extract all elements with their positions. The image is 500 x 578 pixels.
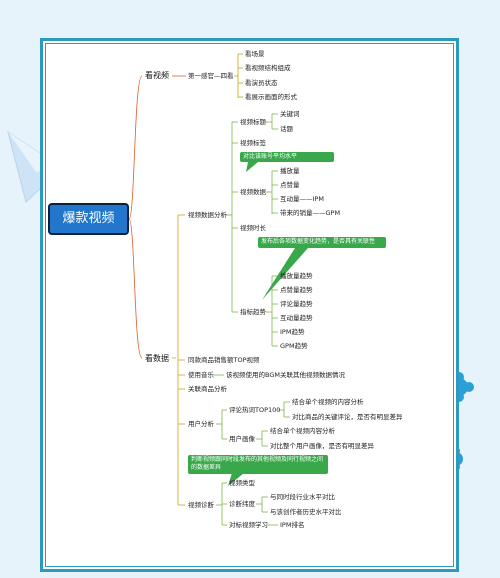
related-product-node: 关联商品分析: [188, 385, 227, 393]
inner-frame: [45, 43, 454, 567]
user-portrait-node: 用户画像: [229, 435, 255, 443]
branch-look-video: 看视频: [145, 71, 169, 80]
metric-trend-node: 指标趋势: [240, 308, 266, 316]
look-item: 看演员状态: [245, 79, 278, 87]
look-item: 看场景: [245, 50, 265, 58]
comment-item: 对比商品的关键评论，是否有明显差异: [292, 413, 403, 421]
root-node: 爆款视频: [48, 203, 129, 235]
trend-item: 评论量趋势: [280, 300, 313, 308]
data-item: 互动量——IPM: [280, 195, 324, 203]
data-item: 播放量: [280, 167, 300, 175]
data-item: 带来的销量——GPM: [280, 209, 341, 217]
comment-top100-node: 评论热词TOP100: [229, 406, 281, 414]
trend-item: 互动量趋势: [280, 314, 313, 322]
video-data-analysis-node: 视频数据分析: [188, 211, 227, 219]
trend-item: GPM趋势: [280, 342, 308, 350]
music-node: 使用音乐: [188, 371, 214, 379]
music-desc: 该视频使用的BGM关联其他视频数据情况: [226, 371, 345, 379]
first-impression-node: 第一感官—四看: [188, 72, 234, 80]
top-sales-video-node: 同款商品销售额TOP视频: [188, 356, 260, 364]
note-compare-average: 对比该账号平均水平: [240, 152, 334, 162]
video-tag-node: 视频标签: [240, 139, 266, 147]
note-trend-correlation: 发布后各项数据变化趋势，是否具有关联性: [258, 237, 386, 248]
branch-look-data: 看数据: [145, 354, 169, 363]
portrait-item: 对比整个用户画像，是否有明显差异: [270, 442, 374, 450]
video-data-node: 视频数据: [240, 188, 266, 196]
ipm-rank-node: IPM排名: [280, 521, 305, 529]
dimension-item: 与同时段行业水平对比: [270, 493, 335, 501]
trend-item: 播放量趋势: [280, 272, 313, 280]
video-duration-node: 视频时长: [240, 224, 266, 232]
data-item: 点赞量: [280, 181, 300, 189]
title-item: 话题: [280, 125, 293, 133]
portrait-item: 结合单个视频内容分析: [270, 427, 335, 435]
user-analysis-node: 用户分析: [188, 420, 214, 428]
benchmark-video-node: 对标视频学习: [229, 521, 268, 529]
video-diagnosis-node: 视频诊断: [188, 501, 214, 509]
outer-frame: [40, 38, 459, 572]
comment-item: 结合单个视频的内容分析: [292, 398, 364, 406]
title-item: 关键词: [280, 110, 300, 118]
video-title-node: 视频标题: [240, 118, 266, 126]
video-type-node: 视频类型: [229, 479, 255, 487]
trend-item: 点赞量趋势: [280, 286, 313, 294]
look-item: 看展示画面的形式: [245, 93, 297, 101]
diagnosis-dimension-node: 诊断纬度: [229, 500, 255, 508]
dimension-item: 与该创作者历史水平对比: [270, 508, 342, 516]
note-diagnosis: 判断视频跟同时段发布的其他视频及同行视频之间的数据差异: [188, 455, 328, 474]
trend-item: IPM趋势: [280, 328, 305, 336]
look-item: 看视频结构组成: [245, 64, 291, 72]
